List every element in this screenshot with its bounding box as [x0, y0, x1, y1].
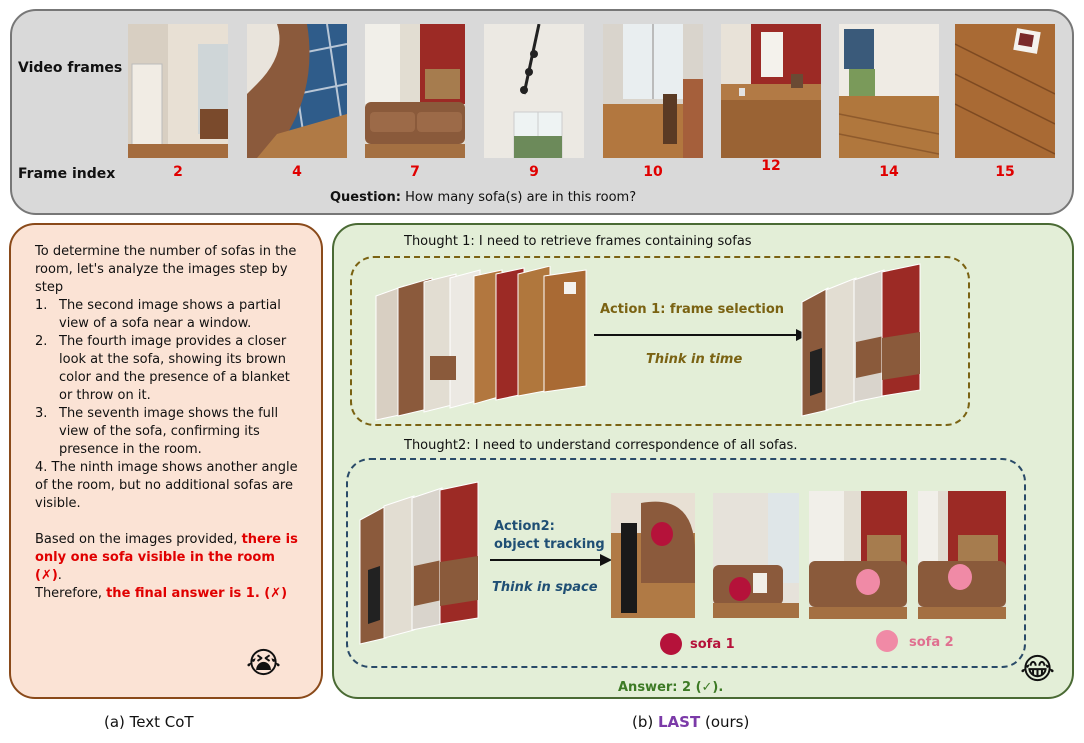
selected-frames-stack: [801, 263, 921, 417]
text-cot-panel: [9, 223, 323, 699]
conclusion-prefix: Based on the images provided,: [35, 532, 242, 547]
frame-index: 4: [292, 164, 302, 180]
text-cot-reasoning: To determine the number of sofas in the …: [35, 243, 305, 603]
cot-step-number: 2.: [35, 334, 48, 349]
caption-text-cot: (a) Text CoT: [104, 713, 194, 731]
frame-index: 9: [529, 164, 539, 180]
tracked-frame-image: [611, 493, 695, 618]
question: Question: How many sofa(s) are in this r…: [330, 190, 636, 205]
frame-index-label: Frame index: [18, 166, 116, 182]
frame-index: 15: [995, 164, 1015, 180]
laughing-emoji-icon: 😂: [1020, 652, 1056, 687]
video-frame-image: [839, 24, 939, 158]
video-frame-image: [603, 24, 703, 158]
tracking-input-frames-stack: [359, 481, 479, 645]
cot-step: 4. The ninth image shows another angle o…: [35, 459, 305, 513]
cot-step-text: The ninth image shows another angle of t…: [35, 460, 298, 511]
video-frame-image: [955, 24, 1055, 158]
action-2-name: object tracking: [494, 537, 605, 552]
crying-emoji-icon: 😭: [246, 646, 282, 681]
cot-conclusion: Based on the images provided, there is o…: [35, 531, 305, 585]
action-1-label: Action 1: frame selection: [600, 302, 785, 317]
sofa-2-marker: [948, 564, 972, 590]
sofa-1-marker: [729, 577, 751, 601]
video-frame-image: [128, 24, 228, 158]
cot-step: 1. The second image shows a partial view …: [35, 297, 305, 333]
cot-step-number: 3.: [35, 406, 48, 421]
question-text: How many sofa(s) are in this room?: [405, 190, 637, 205]
wrong-final-answer: the final answer is 1. (✗): [106, 586, 288, 601]
video-frame-image: [247, 24, 347, 158]
caption-b-prefix: (b): [632, 713, 658, 731]
therefore-prefix: Therefore,: [35, 586, 107, 601]
sofa-2-legend-label: sofa 2: [909, 635, 954, 650]
conclusion-wrong-claim: there is only one sofa visible in the ro…: [35, 532, 298, 583]
video-frame-image: [721, 24, 821, 158]
thought-2: Thought2: I need to understand correspon…: [404, 438, 798, 453]
frame-index: 14: [879, 164, 899, 180]
cot-step-text: The fourth image provides a closer look …: [59, 334, 290, 403]
sofa-2-marker: [856, 569, 880, 595]
action2-arrow: [490, 554, 612, 566]
frame-index: 10: [643, 164, 663, 180]
sofa-1-legend-dot: [660, 633, 682, 655]
video-frames-label: Video frames: [18, 60, 123, 76]
think-in-time-label: Think in time: [646, 352, 743, 367]
video-frames-strip: 2 4 7 9 10 12 14 15: [0, 0, 1084, 215]
video-frame-image: [365, 24, 465, 158]
caption-last: (b) LAST (ours): [632, 713, 749, 731]
last-answer: Answer: 2 (✓).: [618, 680, 724, 695]
sofa-2-legend-dot: [876, 630, 898, 652]
question-label: Question:: [330, 190, 401, 205]
frame-index: 12: [761, 158, 781, 174]
object-tracking-box: [346, 458, 1026, 668]
conclusion-end: .: [57, 568, 62, 583]
action-2-title: Action2:: [494, 519, 555, 534]
tracked-frame-image: [918, 491, 1006, 619]
cot-step: 3. The seventh image shows the full view …: [35, 405, 305, 459]
frame-selection-box: [350, 256, 970, 426]
cot-step-number: 1.: [35, 298, 48, 313]
think-in-space-label: Think in space: [492, 580, 598, 595]
cot-step: 2. The fourth image provides a closer loo…: [35, 333, 305, 405]
tracked-frame-image: [713, 493, 799, 618]
sofa-1-legend-label: sofa 1: [690, 637, 735, 652]
action-2-label: Action2: object tracking: [494, 518, 614, 554]
frame-index: 7: [410, 164, 420, 180]
cot-final-answer: Therefore, the final answer is 1. (✗): [35, 585, 305, 603]
all-frames-stack: [375, 266, 587, 421]
action1-arrow: [594, 329, 808, 341]
tracked-frame-image: [809, 491, 907, 619]
cot-intro: To determine the number of sofas in the …: [35, 244, 297, 295]
cot-step-text: The second image shows a partial view of…: [59, 298, 281, 331]
sofa-1-marker: [651, 522, 673, 546]
frame-index: 2: [173, 164, 183, 180]
video-frame-image: [484, 24, 584, 158]
thought-1: Thought 1: I need to retrieve frames con…: [404, 234, 752, 249]
cot-step-text: The seventh image shows the full view of…: [59, 406, 279, 457]
caption-b-method: LAST: [658, 713, 701, 731]
caption-b-suffix: (ours): [700, 713, 750, 731]
cot-step-number: 4.: [35, 460, 48, 475]
